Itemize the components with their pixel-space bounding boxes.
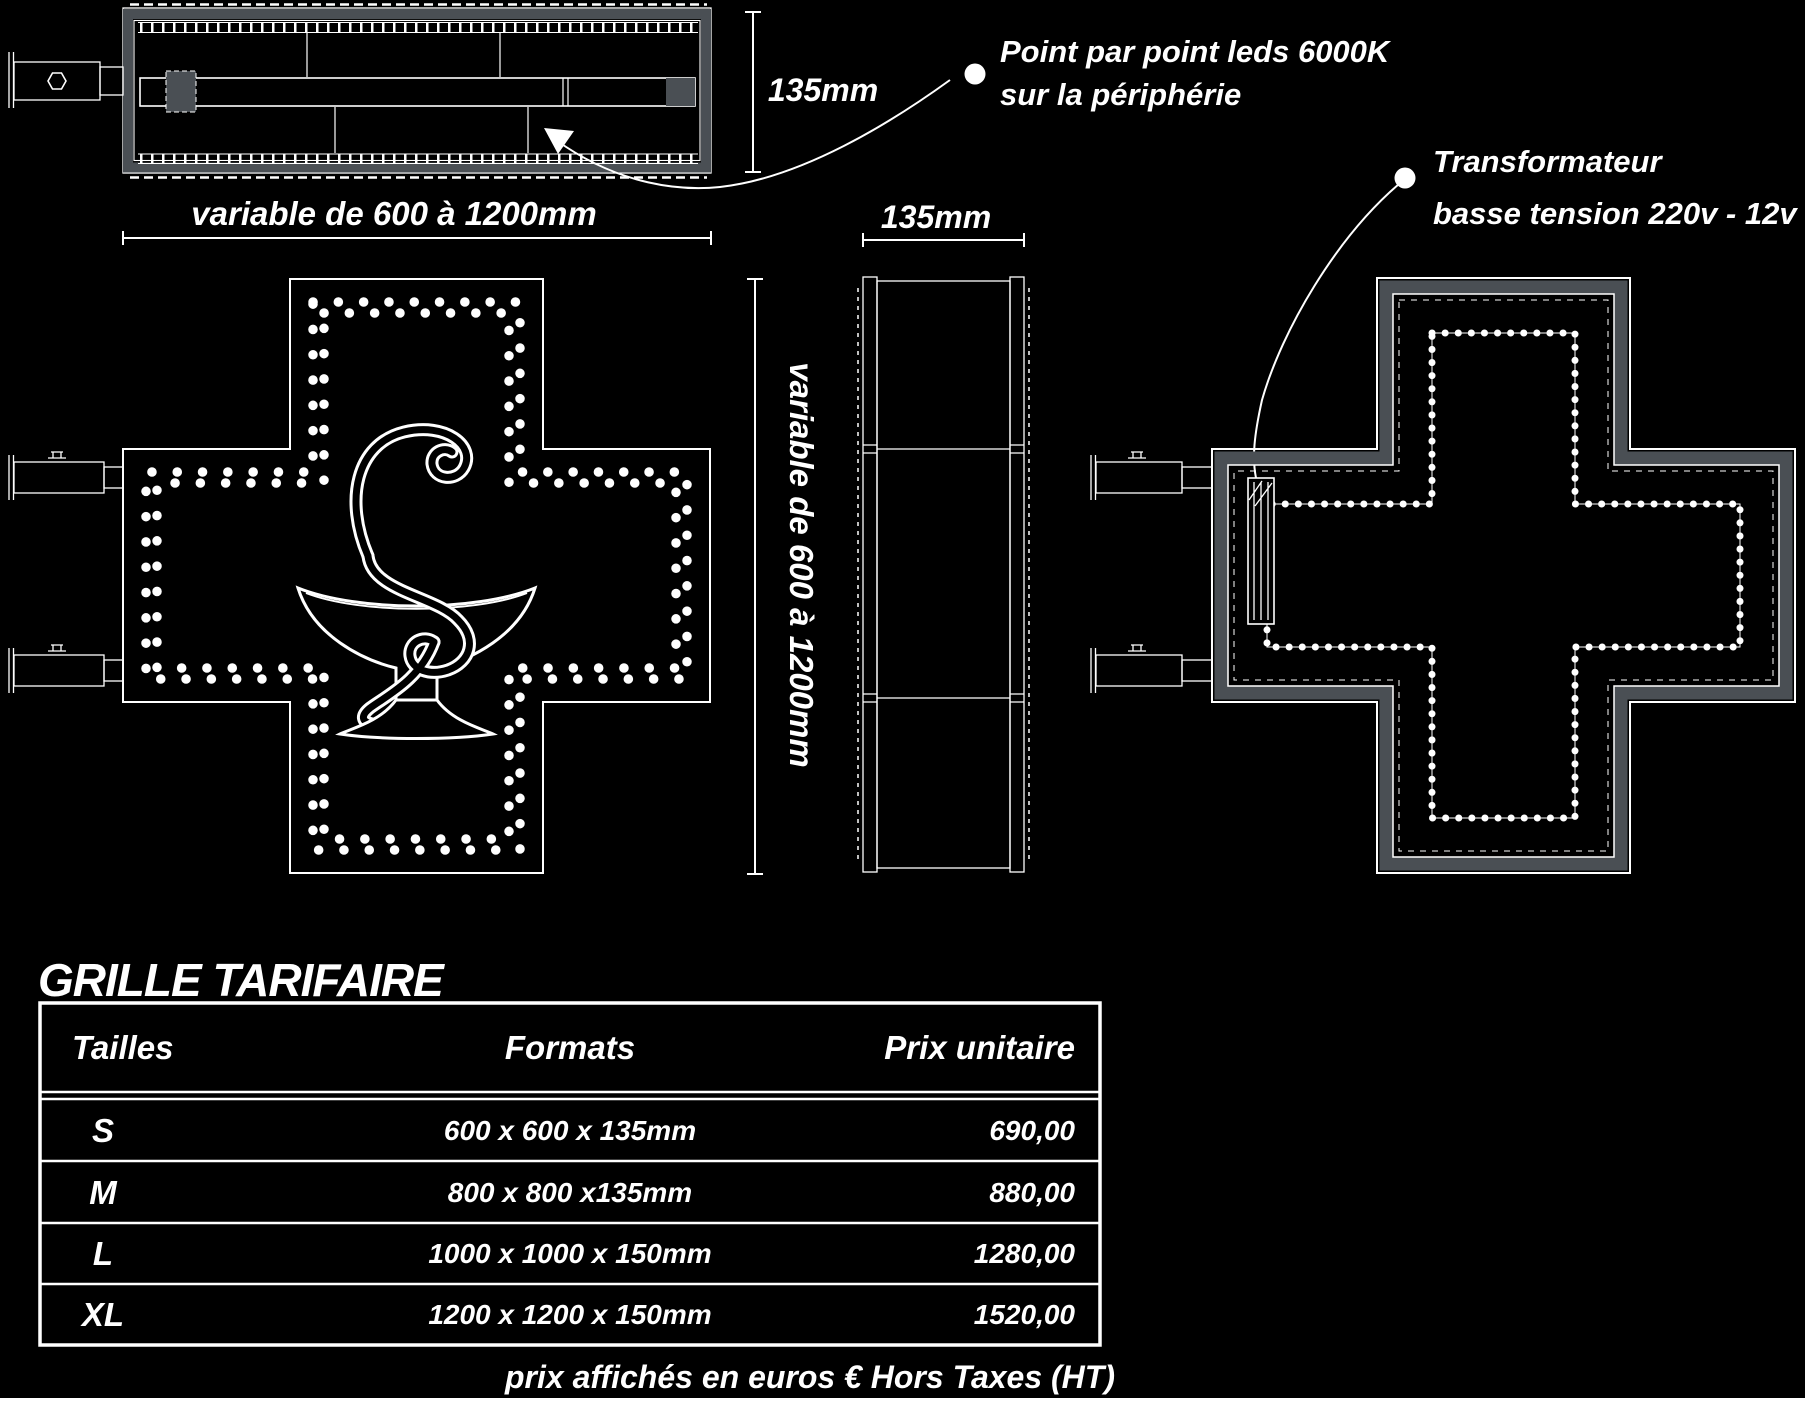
format-cell: 1200 x 1200 x 150mm [428,1299,711,1330]
dimension-height-line [747,278,763,875]
pricing-footnote: prix affichés en euros € Hors Taxes (HT) [504,1359,1115,1395]
caduceus-icon [295,423,538,740]
panel-dividers [306,33,529,153]
transformer-box [1247,477,1275,625]
rear-cross-outline [1211,277,1796,874]
col-header-price: Prix unitaire [884,1029,1075,1066]
led-row-bottom-lines [138,153,698,164]
led-dot-loop-outer [141,297,692,855]
arm-end-cap [666,78,695,106]
led-row-top-lines [138,22,698,33]
pricing-table-header: Tailles Formats Prix unitaire [72,1029,1075,1066]
side-mullion-right [1009,276,1025,873]
transformer-note-line1: Transformateur [1433,144,1663,179]
pricing-table-border [38,1001,1102,1347]
dimension-depth-top: 135mm [745,11,878,173]
pricing-table-row-lines [40,1090,1100,1286]
rear-led-chain [1263,329,1744,822]
pricing-section: GRILLE TARIFAIRE Tailles Formats Prix un… [38,954,1115,1395]
wall-plate [8,52,15,108]
leds-note-line2: sur la périphérie [1000,77,1241,112]
mullion-joints [863,444,1024,703]
dimension-width-line [122,231,712,245]
bracket-connector [99,66,124,96]
section-view [8,3,712,179]
led-dot-loop-inner [152,308,681,844]
dimension-depth-top-line [745,11,761,173]
pricing-row-m: M 800 x 800 x135mm 880,00 [89,1174,1075,1211]
rear-led-chain-line [1266,332,1741,819]
rear-cross-inner-line [1227,293,1780,858]
dimension-width-label: variable de 600 à 1200mm [191,195,596,232]
size-cell: L [93,1235,113,1272]
format-cell: 600 x 600 x 135mm [444,1115,696,1146]
price-cell: 690,00 [989,1115,1075,1146]
dimension-height: variable de 600 à 1200mm [747,278,820,875]
leds-leader-dot [964,63,986,85]
price-cell: 1520,00 [974,1299,1076,1330]
transformer-annotation: Transformateur basse tension 220v - 12v [1253,144,1798,479]
dimension-width: variable de 600 à 1200mm [122,195,712,245]
price-cell: 880,00 [989,1177,1075,1208]
pricing-row-s: S 600 x 600 x 135mm 690,00 [92,1112,1075,1149]
leds-leader-line [555,79,951,190]
front-bracket-top [8,451,124,500]
rear-cross-view [1090,277,1796,874]
rear-bracket-bottom [1090,644,1213,693]
rear-bracket-top [1090,451,1213,500]
price-cell: 1280,00 [974,1238,1076,1269]
cup-rim [305,592,528,610]
side-mullion-left [862,276,878,873]
dimension-depth-side-line [862,233,1025,247]
bracket-arm [13,61,101,101]
col-header-size: Tailles [72,1029,174,1066]
bolt-head-icon [47,72,67,90]
dimension-height-label: variable de 600 à 1200mm [783,362,820,767]
bottom-border-strip [0,1398,1805,1409]
transformer-leader-dot [1394,167,1416,189]
pricing-row-l: L 1000 x 1000 x 150mm 1280,00 [93,1235,1076,1272]
dimension-depth-side-label: 135mm [881,199,991,235]
size-cell: XL [80,1296,124,1333]
col-header-format: Formats [505,1029,635,1066]
format-cell: 1000 x 1000 x 150mm [428,1238,711,1269]
arm-fixing-block [165,70,197,113]
section-gray-frame [123,9,711,173]
rear-cross-dashed-line [1233,299,1774,852]
rear-cross-gray-band [1214,280,1793,871]
side-divisions [877,448,1010,699]
side-led-dashes [857,288,1030,864]
central-arm [139,77,696,107]
arm-joint [562,78,569,106]
cup-foot [335,698,498,740]
size-cell: S [92,1112,114,1149]
leds-annotation: Point par point leds 6000K sur la périph… [544,34,1392,190]
front-cross-view [8,278,711,874]
pricing-row-xl: XL 1200 x 1200 x 150mm 1520,00 [80,1296,1076,1333]
pricing-title: GRILLE TARIFAIRE [38,954,445,1006]
side-view: 135mm [857,199,1030,873]
leds-note-line1: Point par point leds 6000K [1000,34,1392,69]
front-cross-outline [122,278,711,874]
front-bracket-bottom [8,644,124,693]
transformer-note-line2: basse tension 220v - 12v [1433,196,1798,231]
side-body [876,280,1011,869]
dimension-depth-top-label: 135mm [768,72,878,108]
format-cell: 800 x 800 x135mm [448,1177,692,1208]
size-cell: M [89,1174,118,1211]
